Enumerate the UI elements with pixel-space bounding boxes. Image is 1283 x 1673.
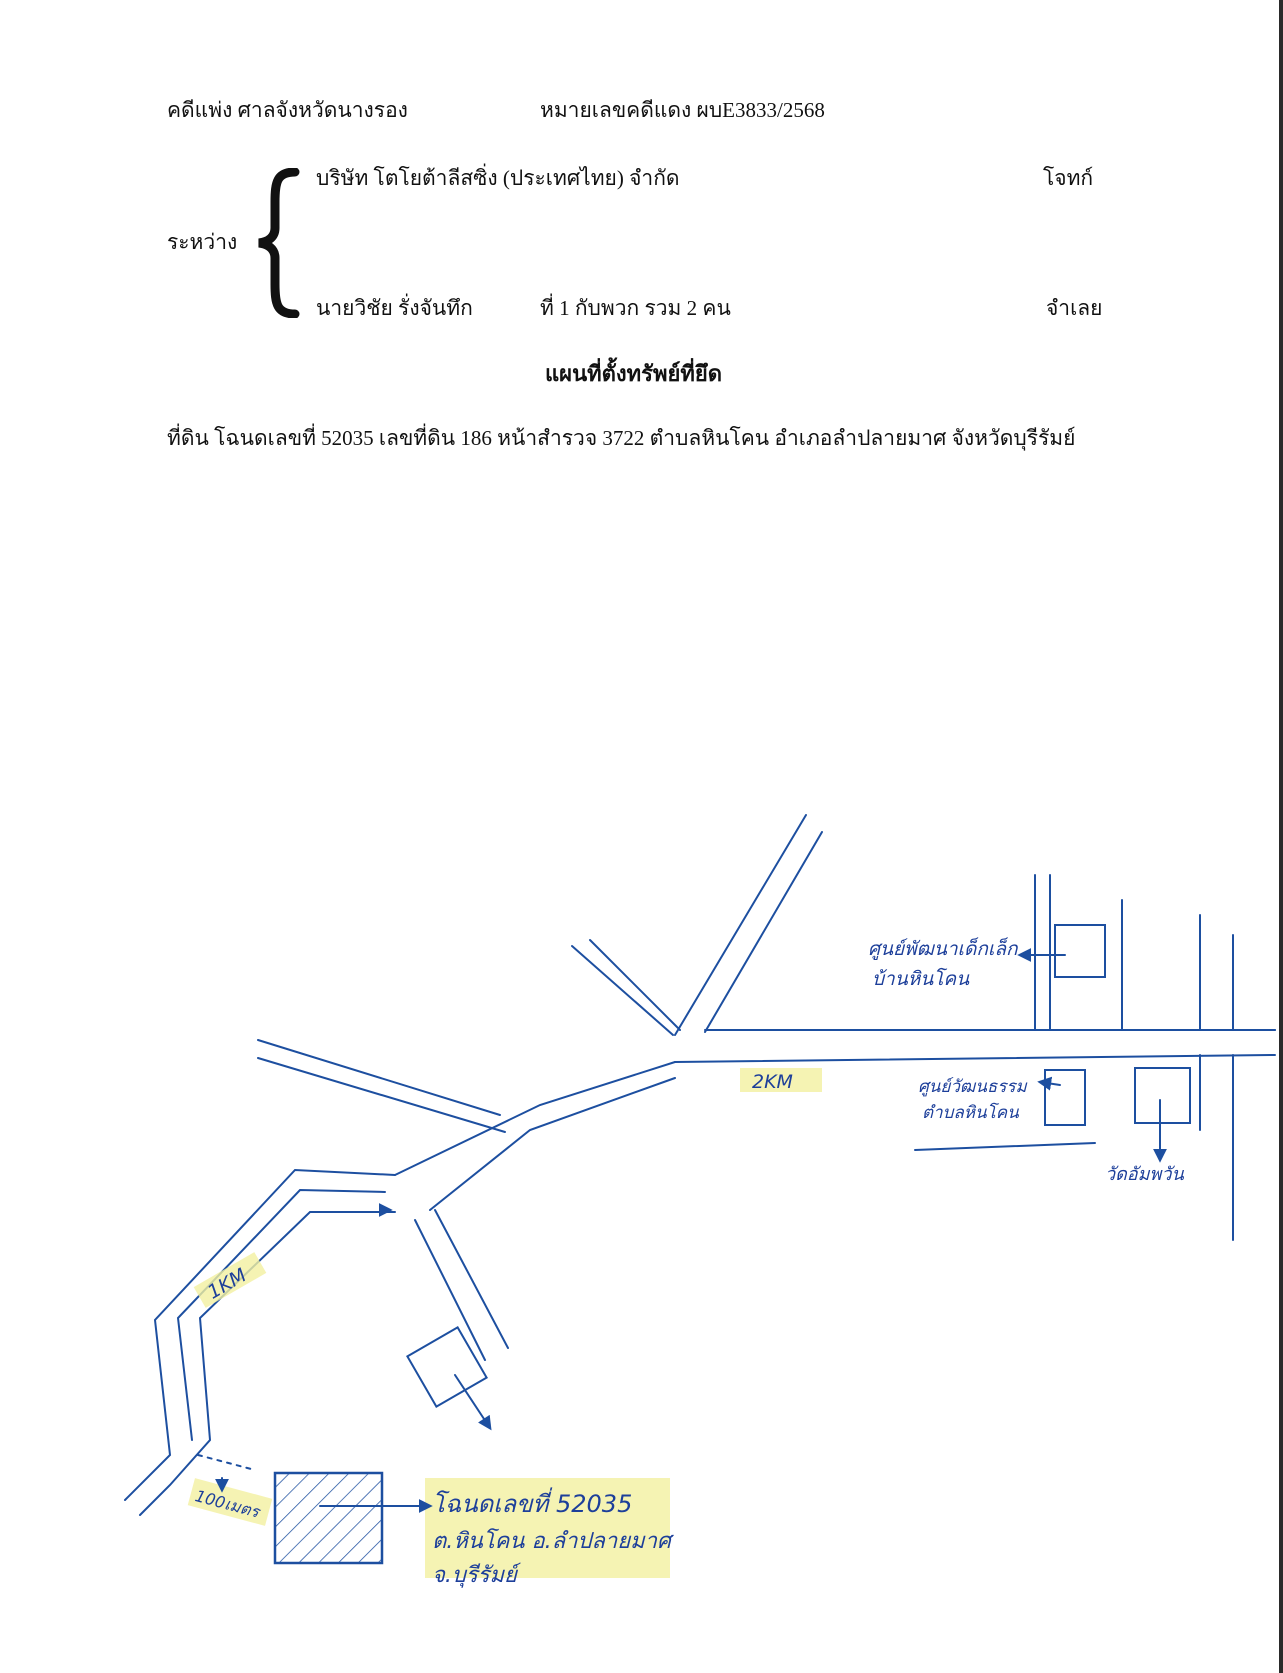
page-title: แผนที่ตั้งทรัพย์ที่ยึด — [545, 361, 723, 386]
label-child-center-2: บ้านหินโคน — [872, 967, 970, 990]
highlight-2km — [740, 1068, 822, 1092]
plot-label-3: จ.บุรีรัมย์ — [432, 1562, 522, 1588]
child-center-building — [1054, 924, 1106, 978]
temple-building — [1134, 1067, 1191, 1124]
plaintiff-role: โจทก์ — [1043, 166, 1094, 190]
plaintiff-name: บริษัท โตโยต้าลีสซิ่ง (ประเทศไทย) จำกัด — [316, 166, 680, 190]
land-description: ที่ดิน โฉนดเลขที่ 52035 เลขที่ดิน 186 หน… — [167, 426, 1076, 450]
road-northeast — [674, 814, 823, 1036]
label-culture-center-2: ตำบลหินโคน — [922, 1102, 1019, 1123]
defendant-name: นายวิชัย รั่งจันทึก — [316, 296, 473, 320]
label-culture-center-1: ศูนย์วัฒนธรรม — [918, 1077, 1028, 1097]
highlight-1km — [193, 1252, 267, 1308]
defendant-role: จำเลย — [1046, 296, 1103, 320]
roads-east-grid — [914, 874, 1234, 1241]
label-distance-2km: 2KM — [752, 1071, 793, 1093]
highlight-100m — [187, 1478, 273, 1526]
road-main-east — [674, 1029, 1276, 1063]
case-number: หมายเลขคดีแดง ผบE3833/2568 — [540, 98, 825, 122]
road-loop-west — [124, 1168, 396, 1516]
label-temple: วัดอัมพวัน — [1105, 1164, 1184, 1185]
road-northwest — [257, 1039, 506, 1133]
culture-center-building — [1044, 1069, 1086, 1126]
curly-brace-icon — [258, 168, 300, 318]
defendant-extra: ที่ 1 กับพวก รวม 2 คน — [540, 296, 731, 320]
highlight-plot-label — [425, 1478, 670, 1578]
between-label: ระหว่าง — [167, 230, 238, 254]
plot-label-1: โฉนดเลขที่ 52035 — [432, 1487, 632, 1518]
south-building — [406, 1326, 488, 1408]
road-main-southwest — [394, 1061, 676, 1211]
plot-label-2: ต.หินโคน อ.ลำปลายมาศ — [432, 1528, 675, 1554]
road-north-spur — [571, 939, 681, 1036]
label-child-center-1: ศูนย์พัฒนาเด็กเล็ก — [868, 937, 1019, 960]
land-plot-52035 — [273, 1471, 384, 1565]
court-name: คดีแพ่ง ศาลจังหวัดนางรอง — [167, 98, 408, 122]
road-south-branch — [414, 1209, 509, 1361]
scan-edge — [1279, 0, 1283, 1673]
